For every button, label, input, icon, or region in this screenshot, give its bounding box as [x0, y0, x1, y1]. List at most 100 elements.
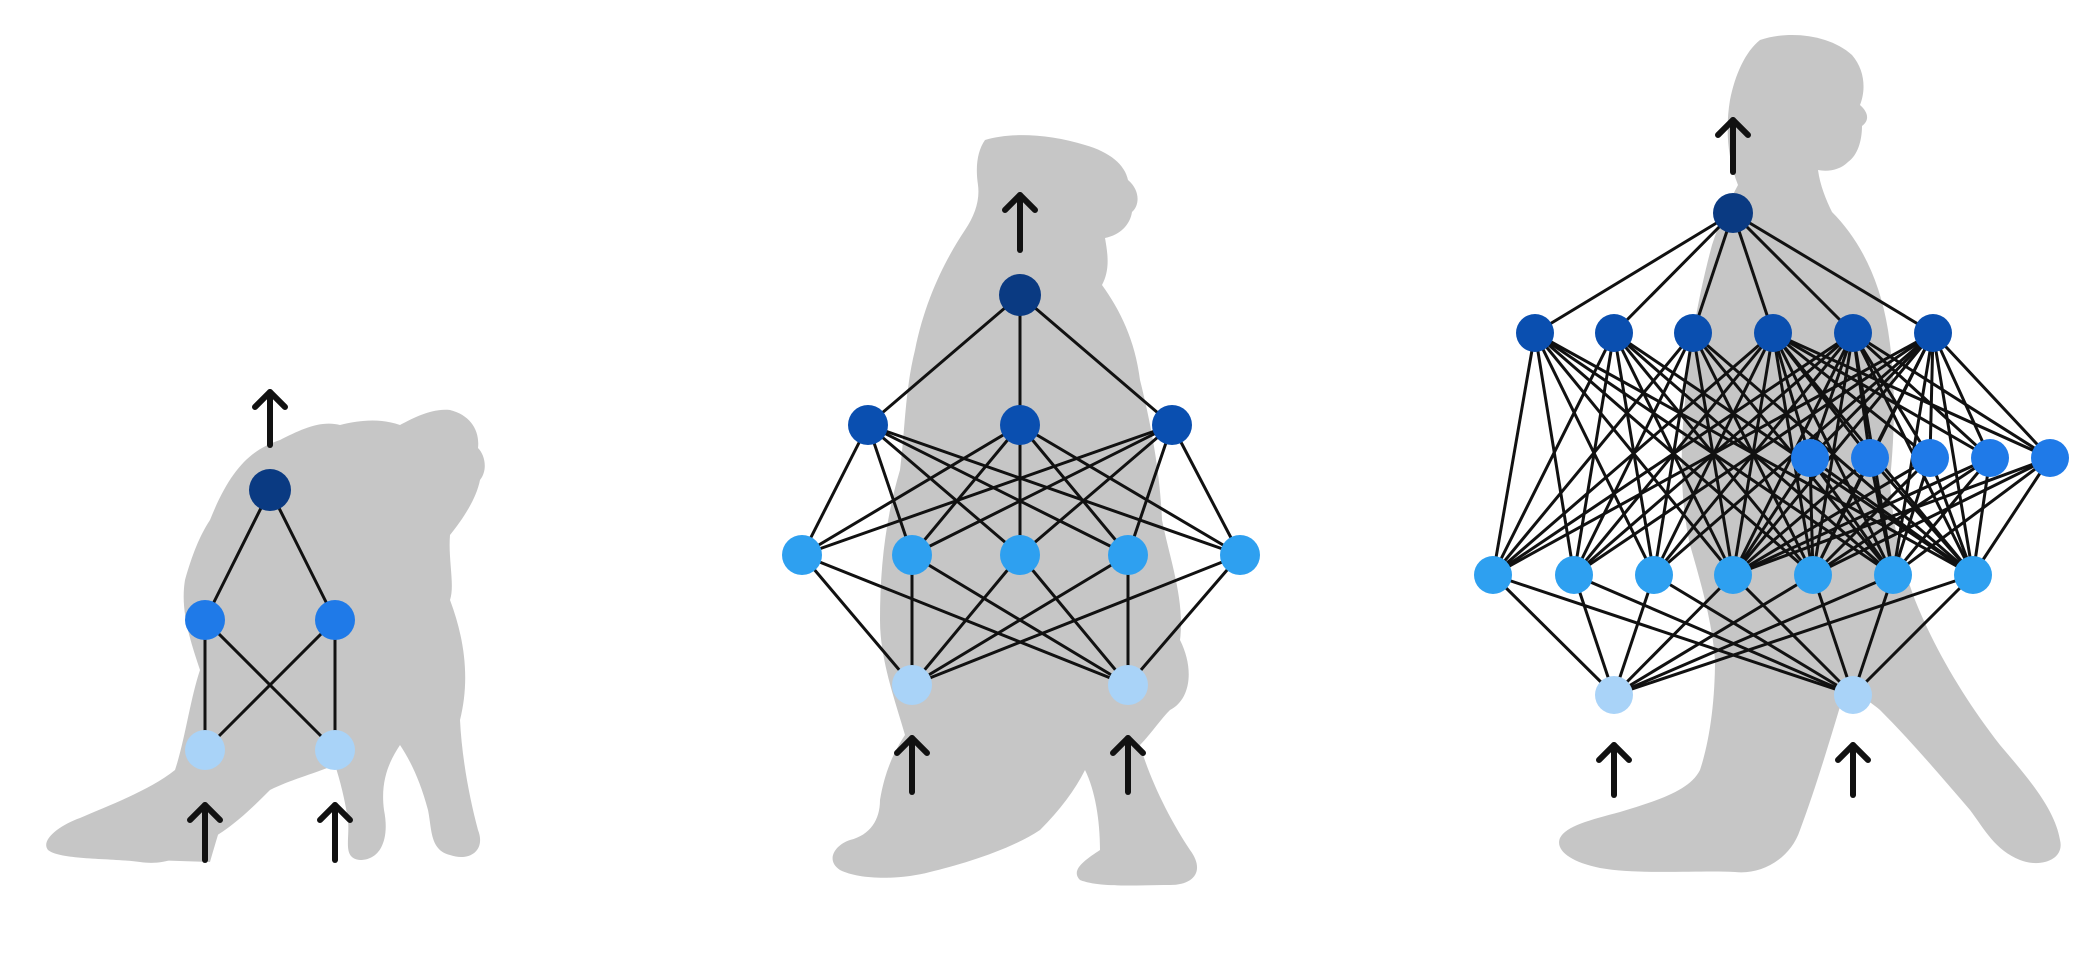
human-edges [1491, 211, 2052, 697]
network-edge [1018, 424, 1130, 556]
hidden-node [315, 600, 355, 640]
early-hominid-network [782, 192, 1260, 795]
network-edge [1534, 331, 1814, 577]
network-edge [911, 553, 1241, 687]
network-edge [268, 489, 337, 621]
network-edge [1019, 423, 1173, 557]
network-edge [1691, 212, 1735, 334]
arrow-up-icon-head [317, 802, 353, 823]
network-edge [1772, 331, 1931, 460]
network-edge [910, 424, 1022, 556]
input-node [892, 665, 932, 705]
network-edge [1808, 457, 1895, 576]
network-edge [1533, 332, 1576, 576]
network-edge [867, 423, 1241, 557]
network-edge [1851, 573, 1975, 697]
network-edge [1732, 456, 1931, 577]
arrow-up-icon-head [894, 735, 930, 756]
output-node [999, 274, 1041, 316]
network-edge [1868, 332, 1935, 459]
arrow-up-icon-head [252, 389, 288, 410]
ape-nodes [185, 469, 355, 770]
network-edge [1868, 457, 1895, 576]
hidden-node [892, 535, 932, 575]
hidden-node [1971, 439, 2009, 477]
network-edge [1851, 331, 1992, 460]
network-edge [1572, 574, 1616, 696]
network-edge [1653, 573, 1854, 697]
network-edge [1533, 332, 1735, 576]
network-edge [867, 293, 1021, 427]
network-edge [867, 423, 1021, 557]
network-edge [867, 423, 1129, 557]
network-edge [1771, 332, 1812, 459]
hidden-node [1754, 314, 1792, 352]
ape-edges [203, 489, 337, 752]
network-edge [866, 424, 914, 556]
arrow-up-icon-head [1835, 742, 1871, 763]
hidden-node [1794, 556, 1832, 594]
hidden-node [1674, 314, 1712, 352]
networks [185, 117, 2069, 863]
network-edge [1931, 331, 2052, 460]
hidden-node [1911, 439, 1949, 477]
network-edge [1811, 457, 1872, 576]
network-edge [203, 489, 272, 621]
hidden-node [2031, 439, 2069, 477]
network-edge [1851, 332, 1932, 459]
network-edge [1731, 212, 1775, 334]
hidden-node [1714, 556, 1752, 594]
hidden-node [1874, 556, 1912, 594]
hidden-node [185, 600, 225, 640]
network-edge [801, 423, 1021, 557]
network-edge [1928, 332, 1935, 459]
network-edge [1534, 331, 1974, 577]
network-edge [1573, 573, 1854, 697]
network-edge [1971, 457, 2052, 576]
network-edge [1928, 457, 1975, 576]
network-edge [1612, 211, 1735, 335]
network-edge [1811, 574, 1855, 696]
hidden-node [1914, 314, 1952, 352]
hidden-node [1516, 314, 1554, 352]
network-edge [1771, 332, 1872, 459]
network-edge [1891, 457, 1932, 576]
network-edge [1491, 332, 1537, 576]
hidden-node [1954, 556, 1992, 594]
network-edge [1808, 332, 1855, 459]
input-node [185, 730, 225, 770]
network-edge [1851, 332, 1872, 459]
network-edge [1491, 573, 1616, 697]
network-edge [1731, 211, 1855, 335]
network-edge [1892, 456, 2051, 577]
network-edge [1868, 457, 1975, 576]
network-edge [1019, 423, 1241, 557]
network-edge [1126, 424, 1174, 556]
early-hominid-nodes [782, 274, 1260, 705]
input-node [315, 730, 355, 770]
input-node [1595, 676, 1633, 714]
network-edge [911, 423, 1173, 557]
arrow-up-icon-head [187, 802, 223, 823]
output-node [249, 469, 291, 511]
hidden-node [1108, 535, 1148, 575]
network-edge [1492, 573, 1854, 697]
network-edge [1170, 424, 1242, 556]
hidden-node [1152, 405, 1192, 445]
network-edge [1732, 456, 1871, 577]
network-edge [801, 423, 1173, 557]
network-edge [1931, 332, 1992, 459]
network-edge [1732, 211, 1934, 335]
network-edge [1808, 331, 1935, 460]
network-edge [1812, 456, 2051, 577]
input-node [1108, 665, 1148, 705]
arrow-up-icon-head [1596, 742, 1632, 763]
hidden-node [782, 535, 822, 575]
network-edge [1852, 331, 2051, 460]
network-edge [1731, 457, 1812, 576]
network-edge [1533, 332, 1656, 576]
network-edge [1931, 332, 1975, 576]
network-edge [1971, 457, 1992, 576]
network-edge [800, 554, 914, 686]
